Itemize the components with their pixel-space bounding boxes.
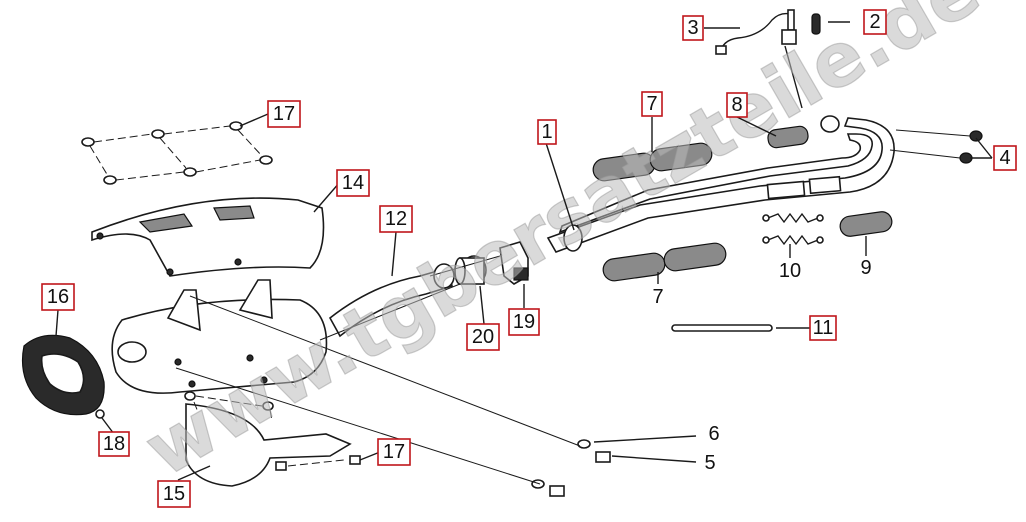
callout-14: 14 [336, 169, 370, 197]
flange-nut[interactable] [889, 129, 983, 164]
svg-text:12: 12 [385, 208, 407, 230]
mounting-washers[interactable] [531, 439, 591, 489]
svg-text:6: 6 [708, 423, 719, 445]
assembly-lines [175, 255, 581, 485]
heat-shield-washers-top[interactable] [81, 121, 273, 185]
spring[interactable] [762, 212, 824, 246]
callout-19: 19 [508, 308, 540, 336]
mounting-bolts[interactable] [549, 451, 611, 497]
middle-pipe[interactable] [328, 263, 455, 338]
callout-1: 1 [537, 119, 557, 145]
callout-11: 11 [809, 315, 837, 341]
svg-text:16: 16 [47, 286, 69, 308]
pipe-seal-bottom[interactable] [602, 242, 727, 282]
svg-text:11: 11 [813, 317, 834, 339]
callout-2: 2 [863, 9, 887, 35]
svg-text:2: 2 [869, 11, 880, 33]
pipe-clamp[interactable] [499, 241, 529, 285]
svg-text:10: 10 [779, 260, 801, 282]
callout-7-top: 7 [641, 91, 663, 117]
callout-17-top: 17 [267, 100, 301, 128]
pipe-seal-top[interactable] [592, 142, 713, 182]
callout-20: 20 [466, 323, 500, 351]
callout-16: 16 [41, 283, 75, 311]
end-cap-screw[interactable] [95, 409, 105, 419]
callout-6: 6 [708, 423, 719, 445]
svg-text:5: 5 [704, 452, 715, 474]
svg-text:7: 7 [652, 286, 663, 308]
gasket[interactable] [767, 115, 840, 149]
callout-7-bottom: 7 [652, 286, 663, 308]
callout-9: 9 [860, 257, 871, 279]
tie-rod[interactable] [671, 324, 773, 332]
oxygen-sensor[interactable] [715, 9, 803, 109]
callout-17-bottom: 17 [377, 438, 411, 466]
heat-shield[interactable] [91, 197, 325, 277]
svg-text:3: 3 [687, 17, 698, 39]
sealing-ring[interactable] [454, 255, 487, 285]
muffler-body[interactable] [111, 279, 328, 394]
svg-text:18: 18 [103, 433, 125, 455]
callout-12: 12 [379, 205, 413, 233]
svg-text:14: 14 [342, 172, 364, 194]
callout-4: 4 [993, 145, 1017, 171]
callout-18: 18 [98, 431, 130, 457]
svg-text:9: 9 [860, 257, 871, 279]
callout-15: 15 [157, 480, 191, 508]
muffler-bracket[interactable] [185, 403, 352, 487]
callout-5: 5 [704, 452, 715, 474]
clamp-seal[interactable] [839, 210, 893, 237]
callout-10: 10 [779, 260, 801, 282]
muffler-end-cap[interactable] [21, 334, 105, 416]
svg-text:15: 15 [163, 483, 185, 505]
svg-text:17: 17 [383, 441, 405, 463]
sensor-cap[interactable] [811, 13, 821, 35]
svg-text:8: 8 [731, 94, 742, 116]
svg-text:19: 19 [513, 311, 535, 333]
svg-text:20: 20 [472, 326, 494, 348]
svg-text:1: 1 [541, 121, 552, 143]
svg-text:4: 4 [999, 147, 1010, 169]
svg-text:7: 7 [646, 93, 657, 115]
svg-text:17: 17 [273, 103, 295, 125]
callout-8: 8 [726, 92, 748, 118]
callout-3: 3 [682, 15, 704, 41]
